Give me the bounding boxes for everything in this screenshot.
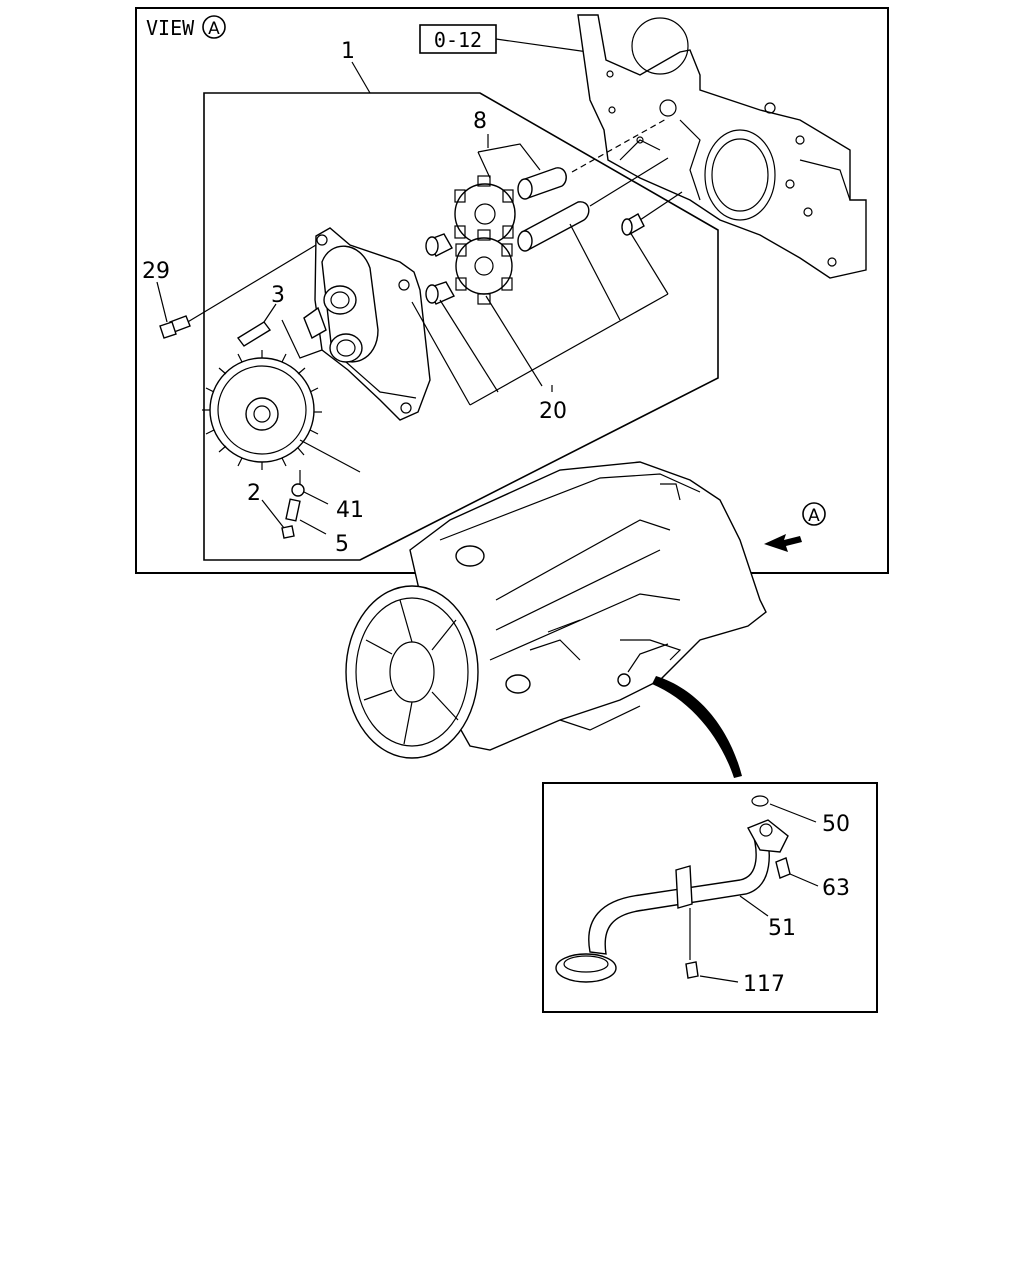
callout-117: 117 <box>743 972 785 997</box>
arrow-marker-circle <box>802 502 826 526</box>
pin-small-upper <box>425 233 453 257</box>
pin-small-lower <box>425 281 455 305</box>
callout-20: 20 <box>539 399 567 424</box>
view-marker: A <box>208 19 220 39</box>
spring-5 <box>285 498 301 522</box>
pipe-51-leader: 51 <box>739 895 796 941</box>
oil-strainer-pipe <box>555 819 791 983</box>
shaft-short <box>517 167 567 200</box>
bolt-63-leader: 63 <box>789 873 850 901</box>
engine-overview: A <box>345 461 826 759</box>
bushing <box>621 213 645 236</box>
callout-8: 8 <box>473 109 487 134</box>
rotor-gear-lower <box>455 229 513 305</box>
shaft-long <box>517 201 590 252</box>
relief-valve-parts: 2 41 5 <box>247 470 364 557</box>
reference-label: 0-12 <box>434 28 482 52</box>
drive-gear <box>202 350 361 473</box>
callout-51: 51 <box>768 916 796 941</box>
bolt-117-leader: 117 <box>699 972 785 997</box>
pin-3: 3 <box>236 283 323 359</box>
callout-2: 2 <box>247 481 261 506</box>
oil-pump-body <box>303 227 431 421</box>
o-ring-50: 50 <box>751 795 850 837</box>
bolt-29: 29 <box>142 259 191 339</box>
view-direction-arrow <box>764 534 802 552</box>
callout-50: 50 <box>822 812 850 837</box>
plug-2 <box>281 525 295 539</box>
leader-group-8: 8 <box>473 109 541 179</box>
assembly-group-outline: 1 <box>203 39 719 561</box>
callout-1: 1 <box>341 39 355 64</box>
view-label: VIEW <box>146 16 195 40</box>
reference-box: 0-12 <box>419 24 589 54</box>
callout-29: 29 <box>142 259 170 284</box>
arrow-marker: A <box>808 506 820 526</box>
assembly-leader-lines <box>185 117 683 324</box>
callout-5: 5 <box>335 532 349 557</box>
leader-group-20: 20 <box>411 223 669 424</box>
engine-front-cover <box>577 14 867 279</box>
strainer-detail-frame <box>542 782 878 1013</box>
ball-41 <box>291 483 305 497</box>
view-marker-circle <box>202 15 226 39</box>
callout-63: 63 <box>822 876 850 901</box>
callout-3: 3 <box>271 283 285 308</box>
callout-41: 41 <box>336 498 364 523</box>
detail-pointer <box>652 676 742 778</box>
